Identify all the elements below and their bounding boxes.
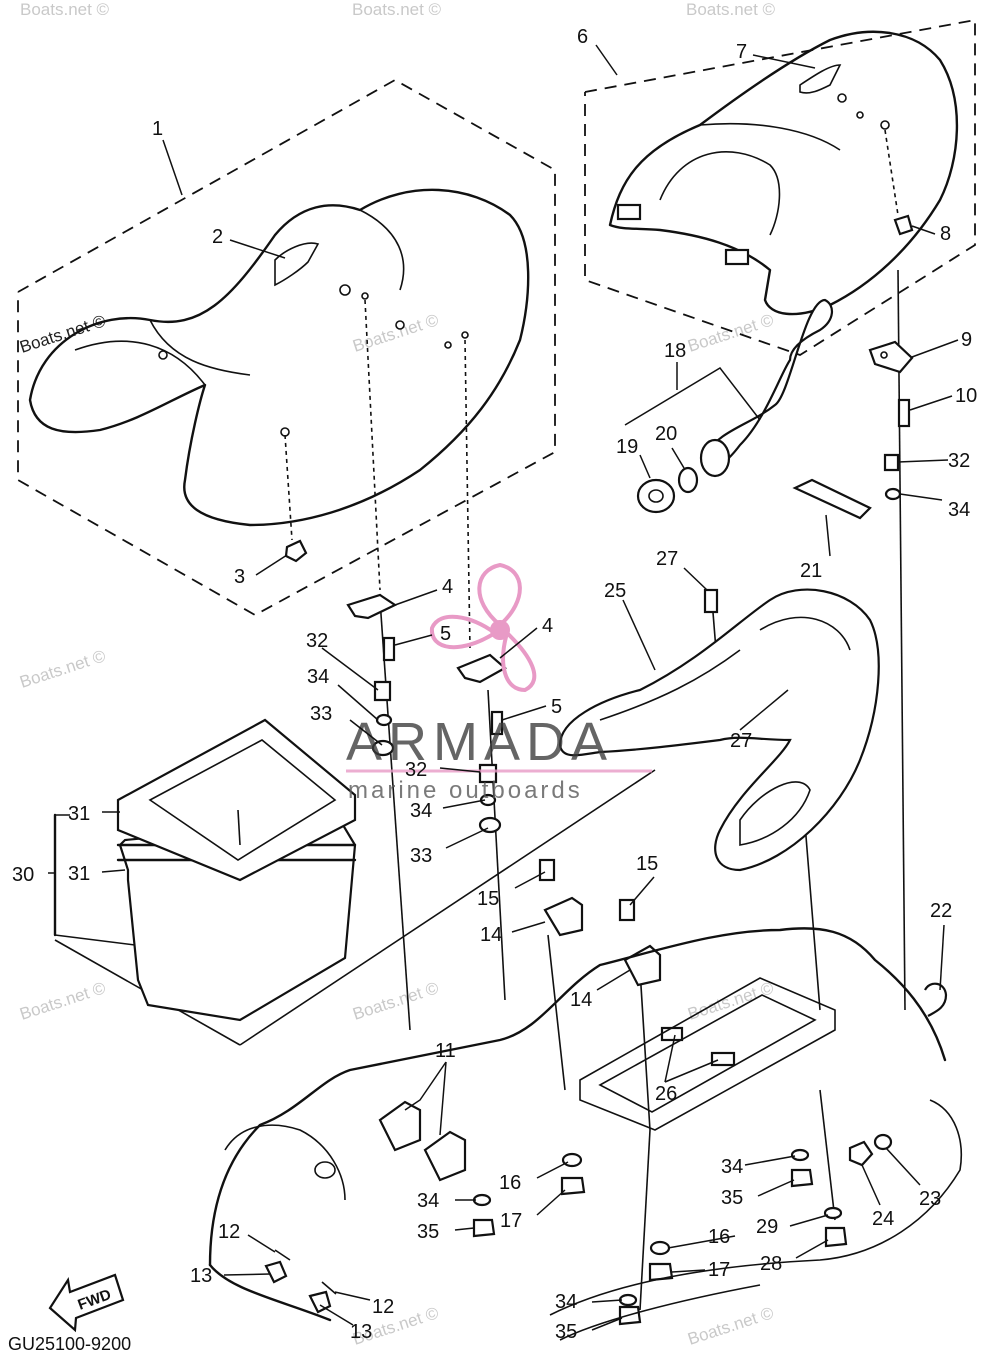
callout-26: 26 [655,1083,677,1105]
callout-32: 32 [948,450,970,472]
leader-lines [48,44,959,1331]
callout-25: 25 [604,580,626,602]
callout-6: 6 [577,26,588,48]
callout-4: 4 [442,576,453,598]
callout-29: 29 [756,1216,778,1238]
watermark: Boats.net © [17,978,108,1024]
callout-17: 17 [708,1259,730,1281]
callout-21: 21 [800,560,822,582]
callout-32: 32 [405,759,427,781]
callout-8: 8 [940,223,951,245]
callout-27: 27 [730,730,752,752]
armada-tagline: marine outboards [348,777,583,804]
callout-34: 34 [417,1190,439,1212]
armada-brand: ARMADA [346,712,613,772]
callout-17: 17 [500,1210,522,1232]
callout-33: 33 [310,703,332,725]
diagram-code: GU25100-9200 [8,1334,131,1354]
watermark: Boats.net © [685,1303,776,1349]
callout-13: 13 [190,1265,212,1287]
callout-14: 14 [480,924,502,946]
callout-7: 7 [736,41,747,63]
callouts: 1 2 3 4 4 5 5 6 7 8 9 10 11 12 12 13 13 … [12,26,977,1343]
watermark: Boats.net © [17,646,108,692]
callout-30: 30 [12,864,34,886]
callout-16: 16 [499,1172,521,1194]
watermark: Boats.net © [686,0,776,19]
callout-35: 35 [555,1321,577,1343]
hull-deck [208,927,962,1341]
watermark: Boats.net © [350,978,441,1024]
callout-34: 34 [555,1291,577,1313]
callout-35: 35 [721,1187,743,1209]
callout-14: 14 [570,989,592,1011]
callout-10: 10 [955,385,977,407]
callout-5: 5 [551,696,562,718]
propeller-icon [429,562,537,693]
hardware [264,214,948,1326]
callout-34: 34 [410,800,432,822]
seat-assembly-1 [17,78,556,617]
callout-13: 13 [350,1321,372,1343]
callout-5: 5 [440,623,451,645]
callout-31: 31 [68,863,90,885]
watermark: Boats.net © [17,311,108,357]
callout-28: 28 [760,1253,782,1275]
callout-2: 2 [212,226,223,248]
callout-19: 19 [616,436,638,458]
callout-33: 33 [410,845,432,867]
callout-12: 12 [372,1296,394,1318]
callout-15: 15 [636,853,658,875]
callout-34: 34 [948,499,970,521]
callout-34: 34 [721,1156,743,1178]
watermark: Boats.net © [20,0,110,19]
callout-16: 16 [708,1226,730,1248]
callout-12: 12 [218,1221,240,1243]
storage-box-30 [53,718,357,1022]
seat-assembly-6 [584,18,976,356]
callout-27: 27 [656,548,678,570]
callout-18: 18 [664,340,686,362]
callout-20: 20 [655,423,677,445]
watermark: Boats.net © [352,0,442,19]
callout-23: 23 [919,1188,941,1210]
watermark: Boats.net © [685,978,776,1024]
callout-32: 32 [306,630,328,652]
callout-11: 11 [435,1040,456,1062]
callout-1: 1 [152,118,163,140]
callout-3: 3 [234,566,245,588]
armada-logo: ARMADA marine outboards [346,562,652,804]
watermark: Boats.net © [350,310,441,356]
callout-4: 4 [542,615,553,637]
grab-handle-25 [558,588,880,872]
fwd-arrow: FWD [48,1273,125,1333]
callout-24: 24 [872,1208,894,1230]
callout-35: 35 [417,1221,439,1243]
callout-15: 15 [477,888,499,910]
callout-22: 22 [930,900,952,922]
callout-31: 31 [68,803,90,825]
callout-34: 34 [307,666,329,688]
callout-9: 9 [961,329,972,351]
watermark: Boats.net © [685,310,776,356]
